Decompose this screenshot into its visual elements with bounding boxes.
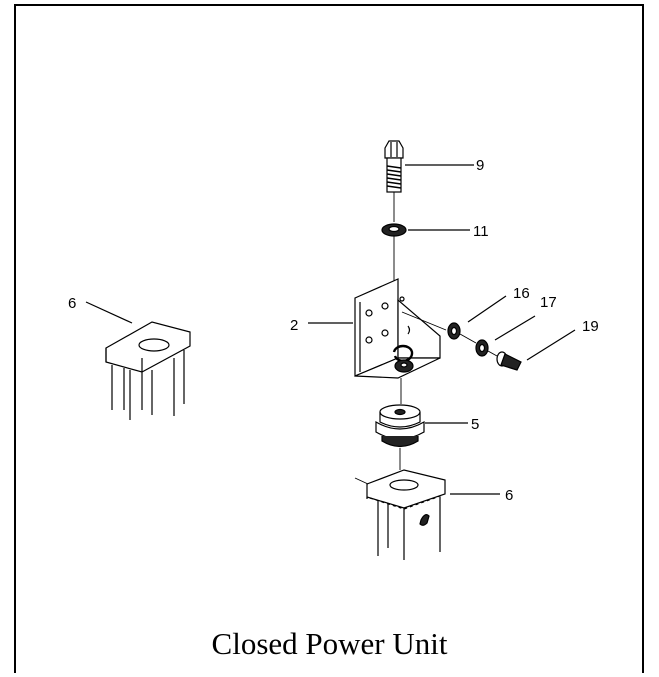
label-19: 19 — [582, 318, 599, 335]
diagram-caption: Closed Power Unit — [211, 626, 448, 661]
label-16: 16 — [513, 285, 530, 302]
post-left-part — [105, 321, 191, 420]
label-9: 9 — [476, 157, 484, 174]
label-5: 5 — [471, 416, 479, 433]
label-11: 11 — [473, 223, 489, 240]
screw-part — [496, 351, 522, 371]
leader-lines — [85, 164, 576, 495]
flat-washer-part — [381, 223, 407, 282]
bolt-part — [384, 140, 404, 222]
label-6-lower: 6 — [505, 487, 513, 504]
bracket-part — [354, 278, 447, 379]
bushing-part — [375, 378, 425, 470]
label-6-left: 6 — [68, 295, 76, 312]
diagram-frame — [14, 4, 644, 673]
washer-small-part — [447, 322, 477, 344]
label-2: 2 — [290, 317, 298, 334]
label-17: 17 — [540, 294, 557, 311]
lock-washer-part — [475, 339, 498, 357]
post-lower-part — [354, 469, 446, 560]
